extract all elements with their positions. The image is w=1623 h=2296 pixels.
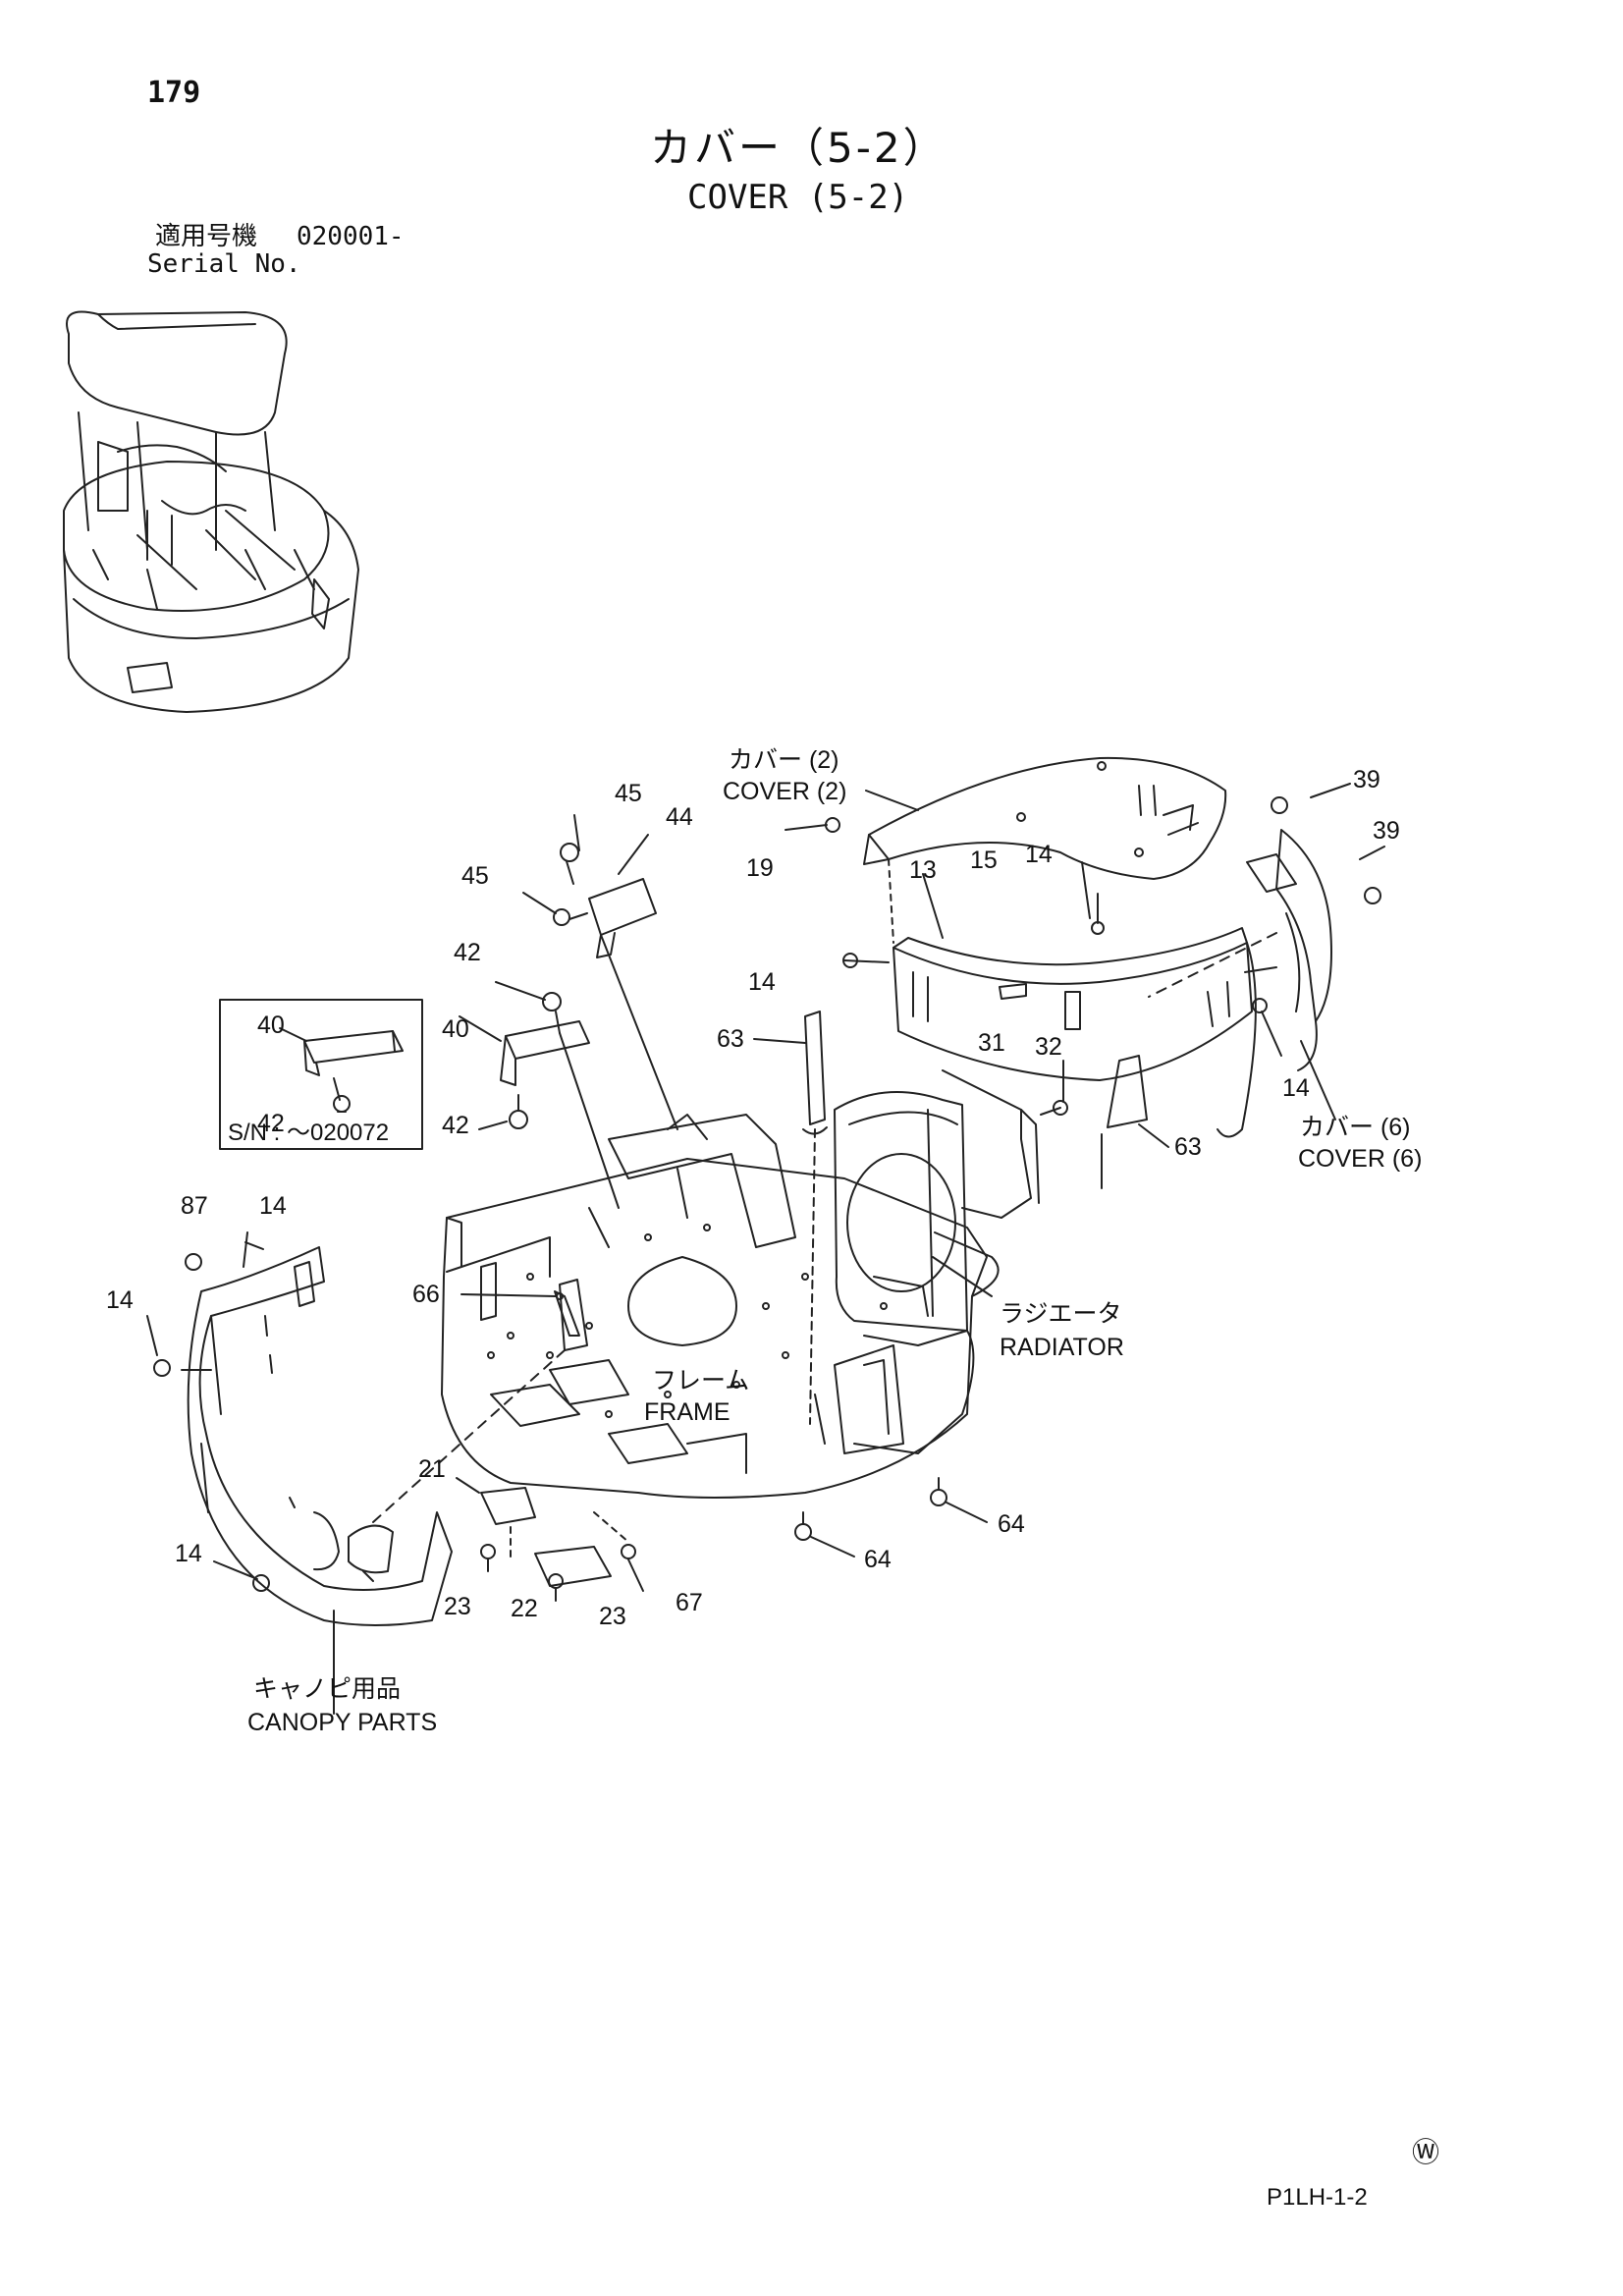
label-radiator-en: RADIATOR [1000, 1334, 1124, 1361]
title-english: COVER (5-2) [687, 178, 909, 217]
callout-15: 15 [970, 847, 998, 874]
callout-23: 23 [599, 1603, 626, 1630]
callout-39: 39 [1353, 766, 1380, 793]
label-radiator-jp: ラジエータ [1000, 1300, 1122, 1328]
callout-42: 42 [454, 939, 481, 966]
under-covers [457, 1478, 643, 1601]
callout-45: 45 [461, 862, 489, 890]
serial-label-en: Serial No. [147, 249, 301, 279]
callout-39: 39 [1373, 817, 1400, 845]
callout-64: 64 [998, 1510, 1025, 1538]
label-cover-6-en: COVER (6) [1298, 1145, 1423, 1173]
bracket-63 [754, 1011, 1168, 1424]
inset-box [220, 1000, 422, 1149]
callout-40: 40 [442, 1015, 469, 1043]
callout-32: 32 [1035, 1033, 1062, 1061]
callout-42: 42 [442, 1112, 469, 1139]
callout-14: 14 [1282, 1074, 1310, 1102]
callout-63: 63 [1174, 1133, 1202, 1161]
callout-44: 44 [666, 803, 693, 831]
callout-19: 19 [746, 854, 774, 882]
callout-31: 31 [978, 1029, 1005, 1057]
callout-87: 87 [181, 1192, 208, 1220]
serial-value: 020001- [297, 222, 405, 251]
callout-13: 13 [909, 856, 937, 884]
serial-label-jp: 適用号機 [155, 222, 258, 251]
callout-63: 63 [717, 1025, 744, 1053]
bracket-40 [460, 982, 619, 1208]
cover-2 [785, 758, 1225, 943]
callout-14: 14 [748, 968, 776, 996]
callout-14: 14 [259, 1192, 287, 1220]
label-cover-2-en: COVER (2) [723, 778, 847, 805]
inset-callout-40: 40 [257, 1011, 285, 1039]
callout-22: 22 [511, 1595, 538, 1622]
callout-64: 64 [864, 1546, 892, 1573]
callout-14: 14 [175, 1540, 202, 1567]
label-frame-en: FRAME [644, 1398, 730, 1426]
inset-serial-note: S/N : ～020072 [228, 1120, 390, 1146]
label-canopy-en: CANOPY PARTS [247, 1709, 438, 1736]
callout-14: 14 [106, 1286, 134, 1314]
inset-callout-42: 42 [257, 1110, 285, 1137]
callout-23: 23 [444, 1593, 471, 1620]
callout-67: 67 [676, 1589, 703, 1616]
overview-machine-sketch [64, 312, 358, 713]
bracket-44 [523, 815, 677, 1129]
canopy-cover [147, 1232, 452, 1714]
callout-66: 66 [412, 1281, 440, 1308]
label-cover-2-jp: カバー (2) [729, 746, 839, 774]
bracket-66 [373, 1280, 587, 1522]
upper-frame [442, 1115, 987, 1498]
cover-6 [1149, 784, 1384, 1120]
label-canopy-jp: キャノピ用品 [253, 1675, 402, 1703]
callout-45: 45 [615, 780, 642, 807]
page-number: 179 [147, 76, 201, 110]
callout-21: 21 [418, 1455, 446, 1483]
bolts-64 [795, 1478, 987, 1557]
callout-14: 14 [1025, 841, 1053, 868]
label-cover-6-jp: カバー (6) [1300, 1114, 1411, 1141]
cover-13 [843, 862, 1281, 1137]
label-frame-jp: フレーム [652, 1367, 750, 1394]
w-mark: Ⓦ [1412, 2136, 1440, 2168]
title-japanese: カバー（5-2） [650, 124, 947, 172]
drawing-code: P1LH-1-2 [1267, 2184, 1368, 2211]
